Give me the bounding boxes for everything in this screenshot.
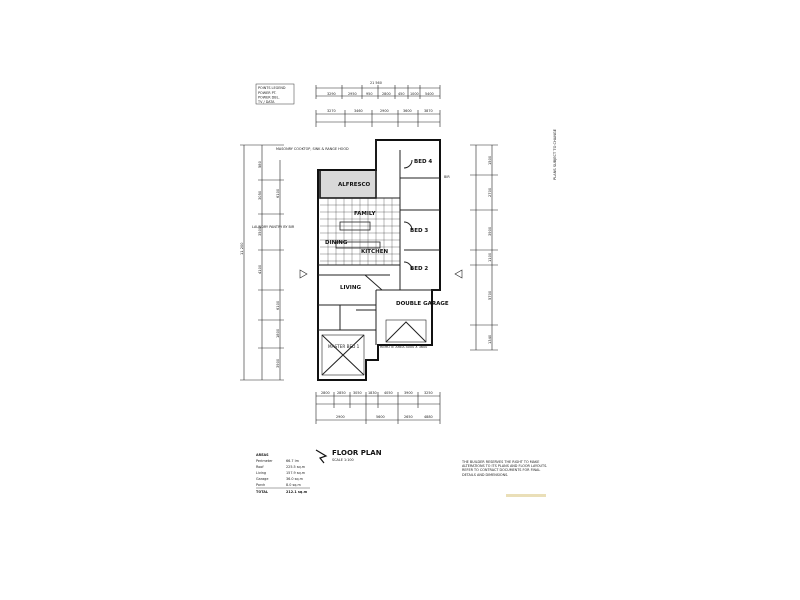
bottom-dim-label: 1830 [368, 391, 377, 395]
left-dim-label: 580 [258, 160, 262, 168]
bir-note: BIR [444, 175, 450, 179]
room-label-family: FAMILY [354, 211, 377, 217]
room-label-kitchen: KITCHEN [361, 249, 388, 255]
room-label-master: MASTER BED 1 [328, 344, 360, 349]
areas-row-label: Garage [256, 477, 268, 481]
room-label-alfresco: ALFRESCO [338, 182, 371, 188]
areas-row-label: Roof [256, 465, 264, 469]
top-overall-dim: 21 560 [370, 81, 382, 85]
top-dimension-string: 21 560 3290 2950 950 2800 450 1000 5400 … [315, 81, 441, 127]
left-dim-label: 4100 [258, 264, 262, 274]
side-note: PLANS SUBJECT TO CHANGE [553, 128, 557, 180]
remote-area-note: REMOTE AREA 4000 X 3600 [380, 345, 427, 349]
top-dim-label: 450 [398, 92, 404, 96]
left-dim-label: 6100 [276, 188, 280, 198]
right-dimension-string: 1500 2700 3900 1100 5700 1340 [454, 144, 498, 351]
room-label-bed2: BED 2 [410, 266, 428, 272]
section-marker-icon [454, 269, 463, 279]
bottom-dimension-string: 2800 2850 3050 1830 4050 3900 3250 2900 … [315, 391, 441, 424]
legend-row: TV / DATA [257, 100, 275, 104]
right-dim-label: 1100 [488, 252, 492, 262]
right-dim-label: 1500 [488, 155, 492, 165]
top-dim-label: 3600 [403, 109, 412, 113]
bottom-dim-label: 2800 [321, 391, 330, 395]
disclaimer-block: THE BUILDER RESERVES THE RIGHT TO MAKE A… [462, 460, 548, 477]
cooktop-note: MASONRY COOKTOP, SINK & RANGE HOOD [276, 147, 349, 151]
bottom-dim-label: 3050 [353, 391, 362, 395]
right-dim-label: 5700 [488, 290, 492, 300]
areas-row-label: Porch [256, 483, 265, 487]
legend-title: POINTS LEGEND [258, 86, 286, 90]
bottom-dim-label: 3250 [424, 391, 433, 395]
left-dimension-string: 11 200 580 3050 3500 4100 6100 6100 1800… [240, 144, 308, 381]
left-overall-dim: 11 200 [240, 242, 244, 255]
stamp-strip [506, 494, 546, 497]
areas-table: AREAS Perimeter 66.7 lm Roof 225.5 sq.m … [256, 453, 310, 494]
legend-row: POWER PT. [258, 91, 277, 95]
top-dim-label: 2900 [380, 109, 389, 113]
areas-row-label: TOTAL [256, 490, 269, 494]
left-dim-label: 3050 [258, 190, 262, 200]
room-label-double-garage: DOUBLE GARAGE [396, 301, 449, 307]
room-label-bed4: BED 4 [414, 159, 432, 165]
right-dim-label: 1340 [488, 334, 492, 344]
top-dim-label: 5400 [425, 92, 434, 96]
floor-plan: ALFRESCO BED 4 FAMILY KITCHEN DINING BED… [276, 139, 450, 381]
legend-row: POWER DBL. [258, 96, 280, 100]
room-label-dining: DINING [325, 240, 348, 246]
bottom-dim-label: 4880 [424, 415, 433, 419]
top-dim-label: 2950 [348, 92, 357, 96]
areas-row-value: 225.5 sq.m [286, 465, 306, 469]
left-dim-label: 3500 [258, 226, 262, 236]
north-arrow-icon [315, 449, 328, 464]
room-label-living: LIVING [340, 285, 361, 291]
disclaimer-text: THE BUILDER RESERVES THE RIGHT TO MAKE A… [462, 460, 548, 477]
areas-row-value: 212.1 sq.m [286, 490, 308, 494]
bottom-dim-label: 4050 [384, 391, 393, 395]
areas-row-value: 66.7 lm [286, 459, 300, 463]
areas-row-label: Perimeter [256, 459, 273, 463]
top-dim-label: 950 [366, 92, 372, 96]
bottom-dim-label: 3900 [404, 391, 413, 395]
title-block: FLOOR PLAN SCALE 1:100 [315, 449, 382, 464]
top-dim-label: 3460 [354, 109, 363, 113]
left-dim-label: 3900 [276, 358, 280, 368]
top-dim-label: 3270 [327, 109, 336, 113]
top-dim-label: 3870 [424, 109, 433, 113]
right-dim-label: 2700 [488, 187, 492, 197]
plan-scale: SCALE 1:100 [332, 458, 354, 462]
areas-row-value: 36.0 sq.m [286, 477, 304, 481]
tiled-floor-grid [320, 198, 400, 265]
bottom-dim-label: 2900 [336, 415, 345, 419]
left-mid-note: LAUNDRY PANTRY BY BIR [252, 225, 295, 229]
areas-heading: AREAS [256, 453, 269, 457]
top-dim-label: 2800 [382, 92, 391, 96]
bottom-dim-label: 2650 [404, 415, 413, 419]
areas-row-label: Living [256, 471, 266, 475]
top-dim-label: 1000 [410, 92, 419, 96]
left-dim-label: 6100 [276, 300, 280, 310]
bottom-dim-label: 5600 [376, 415, 385, 419]
areas-row-value: 8.0 sq.m [286, 483, 301, 487]
room-label-bed3: BED 3 [410, 228, 428, 234]
section-marker-icon [299, 269, 308, 279]
left-dim-label: 1800 [276, 328, 280, 338]
plan-title: FLOOR PLAN [332, 449, 382, 457]
areas-row-value: 157.9 sq.m [286, 471, 306, 475]
top-dim-label: 3290 [327, 92, 336, 96]
points-legend: POINTS LEGEND POWER PT. POWER DBL. TV / … [255, 83, 295, 105]
bottom-dim-label: 2850 [337, 391, 346, 395]
right-dim-label: 3900 [488, 226, 492, 236]
